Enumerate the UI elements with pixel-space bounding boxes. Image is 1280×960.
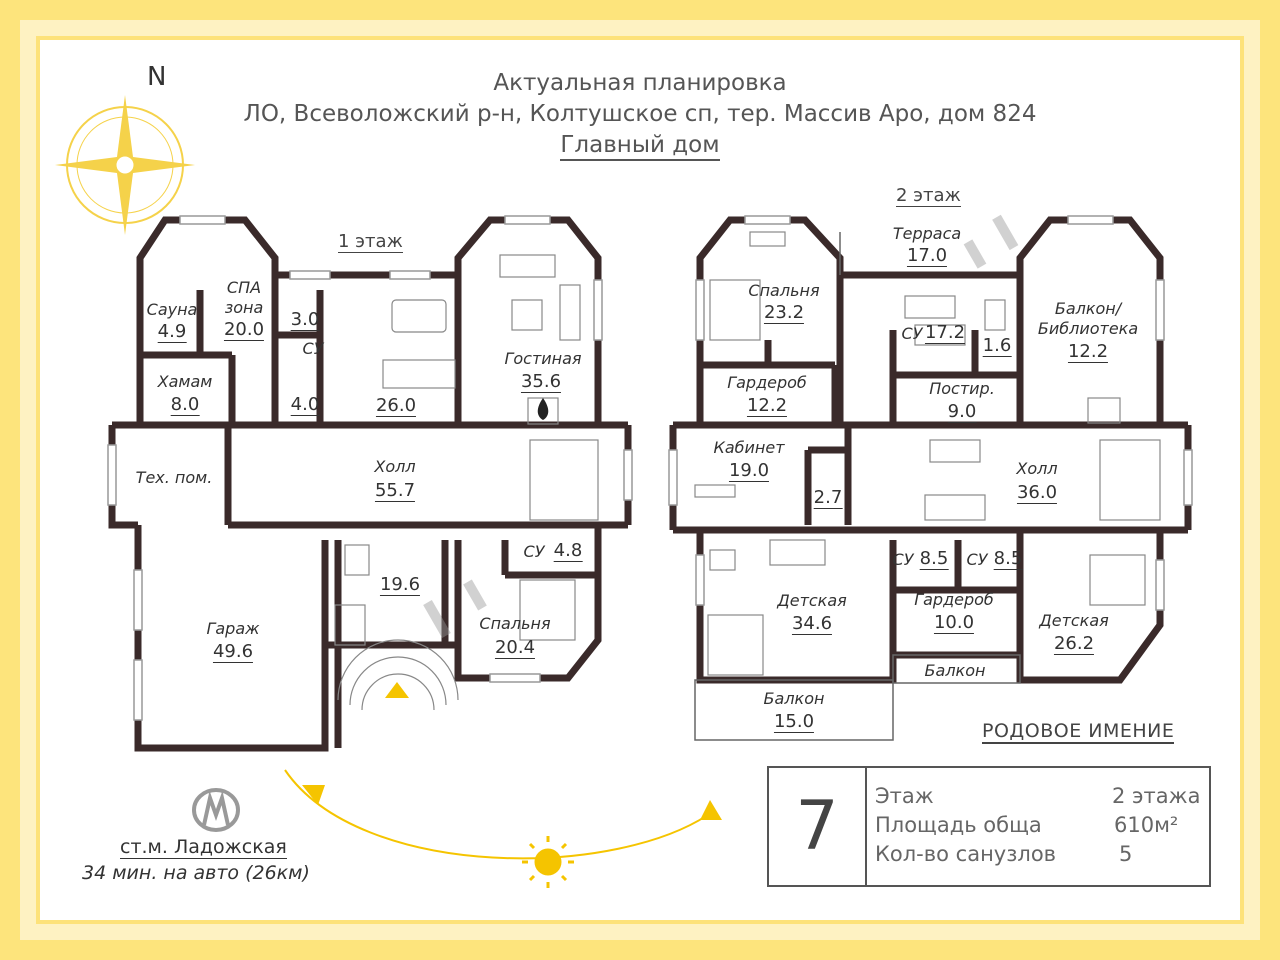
floor2-label: 2 этаж	[896, 185, 961, 207]
watermark-icon	[423, 214, 1019, 638]
room-name: Тех. пом.	[135, 468, 213, 487]
room-name: Постир.	[929, 379, 995, 398]
info-label: Кол-во санузлов	[875, 842, 1057, 866]
room-name: Холл	[1016, 459, 1058, 478]
room-area: 10.0	[933, 612, 975, 634]
room-name: Терраса	[892, 224, 962, 243]
room-area: 4.9	[157, 321, 187, 343]
room-area: 23.2	[763, 302, 805, 324]
room-name: Гардероб	[914, 590, 994, 609]
sun-icon	[522, 836, 574, 888]
room-area: 12.2	[746, 395, 788, 417]
room-area: 8.0	[170, 394, 200, 416]
room-area: 12.2	[1067, 341, 1109, 363]
info-label: Этаж	[875, 784, 934, 808]
entrance-arrow-icon	[385, 682, 409, 698]
floor1-label: 1 этаж	[338, 231, 403, 253]
floor1-windows	[107, 215, 633, 721]
room-name: Гардероб	[727, 373, 807, 392]
room-name: Спальня	[748, 281, 820, 300]
floor2-furniture	[694, 231, 1161, 676]
room-name: Холл	[374, 457, 416, 476]
room-area: 19.6	[379, 574, 421, 596]
room-name: Балкон	[763, 689, 825, 708]
info-label: Площадь общa	[875, 813, 1042, 837]
floor1-furniture	[334, 254, 599, 646]
room-name: Гараж	[206, 619, 260, 638]
lot-number: 7	[769, 768, 867, 885]
room-name: Кабинет	[713, 438, 785, 457]
room-area: 34.6	[791, 613, 833, 635]
room-area: 55.7	[374, 480, 416, 502]
room-area: 2.7	[813, 487, 843, 509]
address: ЛО, Всеволожский р-н, Колтушское сп, тер…	[243, 101, 1037, 127]
room-area: 49.6	[212, 641, 254, 663]
room-area: 8.5	[993, 548, 1023, 570]
room-name: Хамам	[157, 372, 213, 391]
plan-title: Актуальная планировка	[493, 70, 787, 96]
north-label: N	[147, 62, 167, 92]
estate-name: РОДОВОЕ ИМЕНИЕ	[982, 720, 1175, 744]
entrance-steps	[337, 639, 459, 711]
room-area: 8.5	[919, 548, 949, 570]
room-name: СУ	[966, 550, 988, 569]
floor2-windows	[668, 215, 1193, 611]
room-area: 19.0	[728, 460, 770, 482]
room-area: 26.2	[1053, 633, 1095, 655]
room-area: 20.0	[223, 319, 265, 341]
room-area: 26.0	[375, 395, 417, 417]
room-name: Сауна	[146, 300, 198, 319]
room-area: 36.0	[1016, 482, 1058, 504]
room-area: 15.0	[773, 711, 815, 733]
info-value: 610м²	[1114, 813, 1179, 837]
room-area: 17.0	[906, 245, 948, 267]
metro-logo-icon	[192, 788, 240, 832]
room-name: Балкон	[924, 661, 986, 680]
plan-sheet	[36, 36, 1244, 924]
room-name: Балкон/ Библиотека	[1037, 299, 1139, 338]
room-name: Детская	[777, 591, 847, 610]
sun-path	[284, 769, 722, 860]
compass-icon	[55, 95, 195, 235]
room-name: Гостиная	[504, 349, 582, 368]
room-area: 35.6	[520, 371, 562, 393]
info-value: 2 этажа	[1112, 784, 1201, 808]
building-name: Главный дом	[0, 132, 1280, 161]
room-area: 17.2	[924, 322, 966, 344]
room-name: Спальня	[479, 614, 551, 633]
fireplace-icon	[537, 398, 549, 420]
room-area: 20.4	[494, 637, 536, 659]
info-box: 7 Этаж 2 этажа Площадь общa 610м² Кол-во…	[767, 766, 1211, 887]
room-name: Детская	[1039, 611, 1109, 630]
metro-travel-time: 34 мин. на авто (26км)	[82, 862, 310, 884]
room-name: СПА зона	[224, 278, 264, 317]
room-name: СУ	[892, 550, 914, 569]
info-value: 5	[1119, 842, 1133, 866]
room-area: 9.0	[947, 401, 977, 423]
floor2-balconies	[694, 232, 1021, 741]
room-name: СУ	[901, 324, 923, 343]
room-area: 3.0	[290, 309, 320, 331]
room-area: 1.6	[982, 335, 1012, 357]
room-name: СУ	[523, 542, 545, 561]
room-area: 4.8	[553, 540, 583, 562]
metro-station: ст.м. Ладожская	[120, 836, 287, 859]
room-area: 4.0	[290, 394, 320, 416]
room-name: СУ	[302, 339, 324, 358]
